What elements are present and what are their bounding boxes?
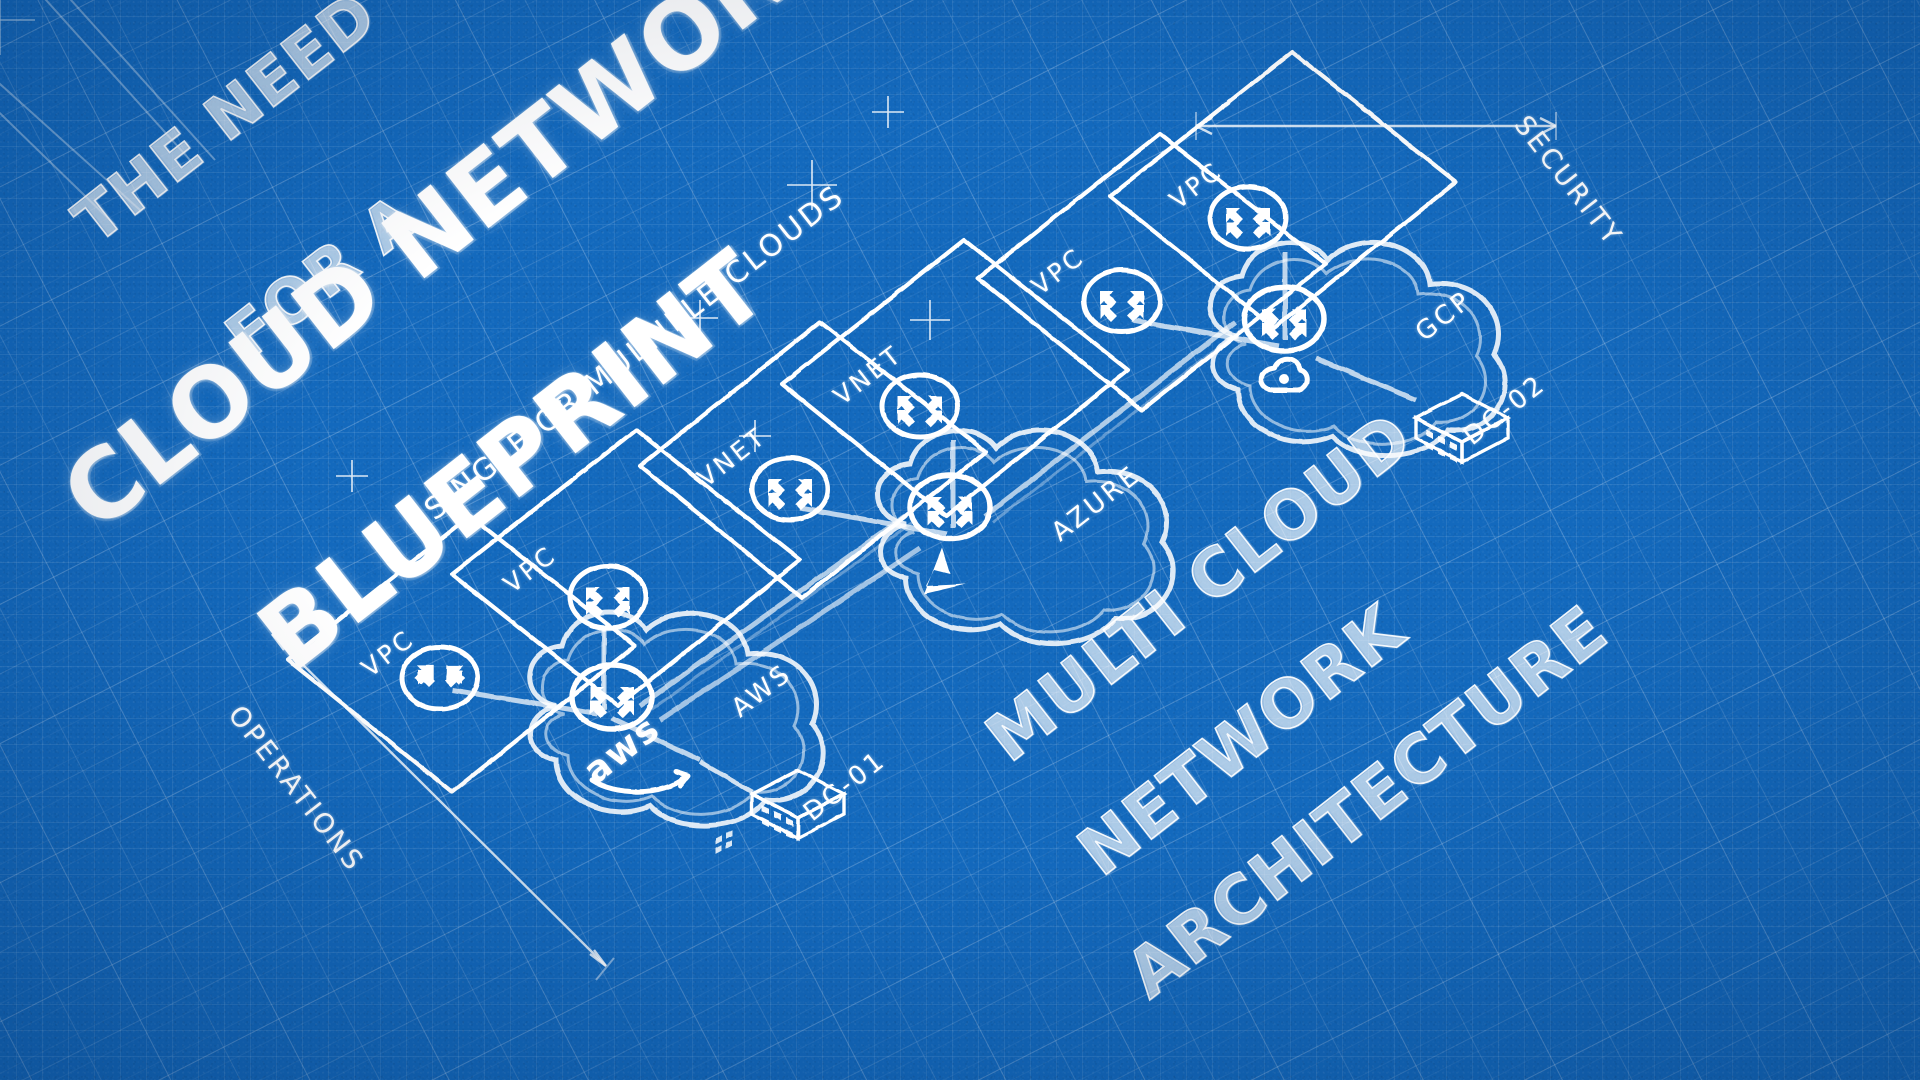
gcp-logo (1258, 356, 1310, 393)
gcp-links (1131, 252, 1417, 403)
azure-vnet-2-label: VNET (828, 339, 909, 411)
gcp-edge-router[interactable] (1241, 284, 1327, 354)
gcp-vpc-2-box[interactable] (1107, 49, 1459, 331)
gcp-vpc-1-box[interactable] (975, 131, 1329, 413)
aws-vpc-2-label: VPC (498, 539, 563, 599)
footer-callout-line-1: MULTI CLOUD (971, 397, 1428, 778)
azure-edge-router[interactable] (907, 472, 993, 542)
aws-dc01-link (698, 760, 754, 794)
gcp-cloud-label: GCP (1410, 285, 1479, 348)
aws-vpc-2-router[interactable] (567, 563, 649, 631)
gcp-vpc-1-router[interactable] (1081, 267, 1163, 335)
azure-vnet-2-router[interactable] (879, 372, 961, 440)
aws-cloud-shape[interactable] (527, 610, 826, 829)
azure-cloud-label: AZURE (1046, 459, 1147, 548)
axis-label-operations: OPERATIONS (221, 700, 371, 879)
aws-logo-wordmark: aws (576, 707, 669, 793)
dc-02-label: DC-02 (1458, 369, 1552, 452)
aws-cloud-label: AWS (726, 658, 798, 724)
gcp-vpc-2-router[interactable] (1207, 184, 1289, 252)
gcp-vpc-2-label: VPC (1164, 155, 1229, 215)
azure-vnet-2-box[interactable] (779, 237, 1131, 519)
axis-security-arrow (1195, 116, 1557, 136)
aws-vpc-1-router[interactable] (399, 644, 481, 712)
aws-links (451, 513, 914, 763)
azure-vnet-1-router[interactable] (749, 455, 831, 523)
gcp-vpc-1-label: VPC (1026, 241, 1091, 301)
azure-logo (924, 548, 966, 594)
axis-label-security: SECURITY (1507, 110, 1629, 253)
azure-vnet-1-label: VNET (692, 421, 773, 493)
dc-01-label: DC-01 (798, 745, 892, 828)
